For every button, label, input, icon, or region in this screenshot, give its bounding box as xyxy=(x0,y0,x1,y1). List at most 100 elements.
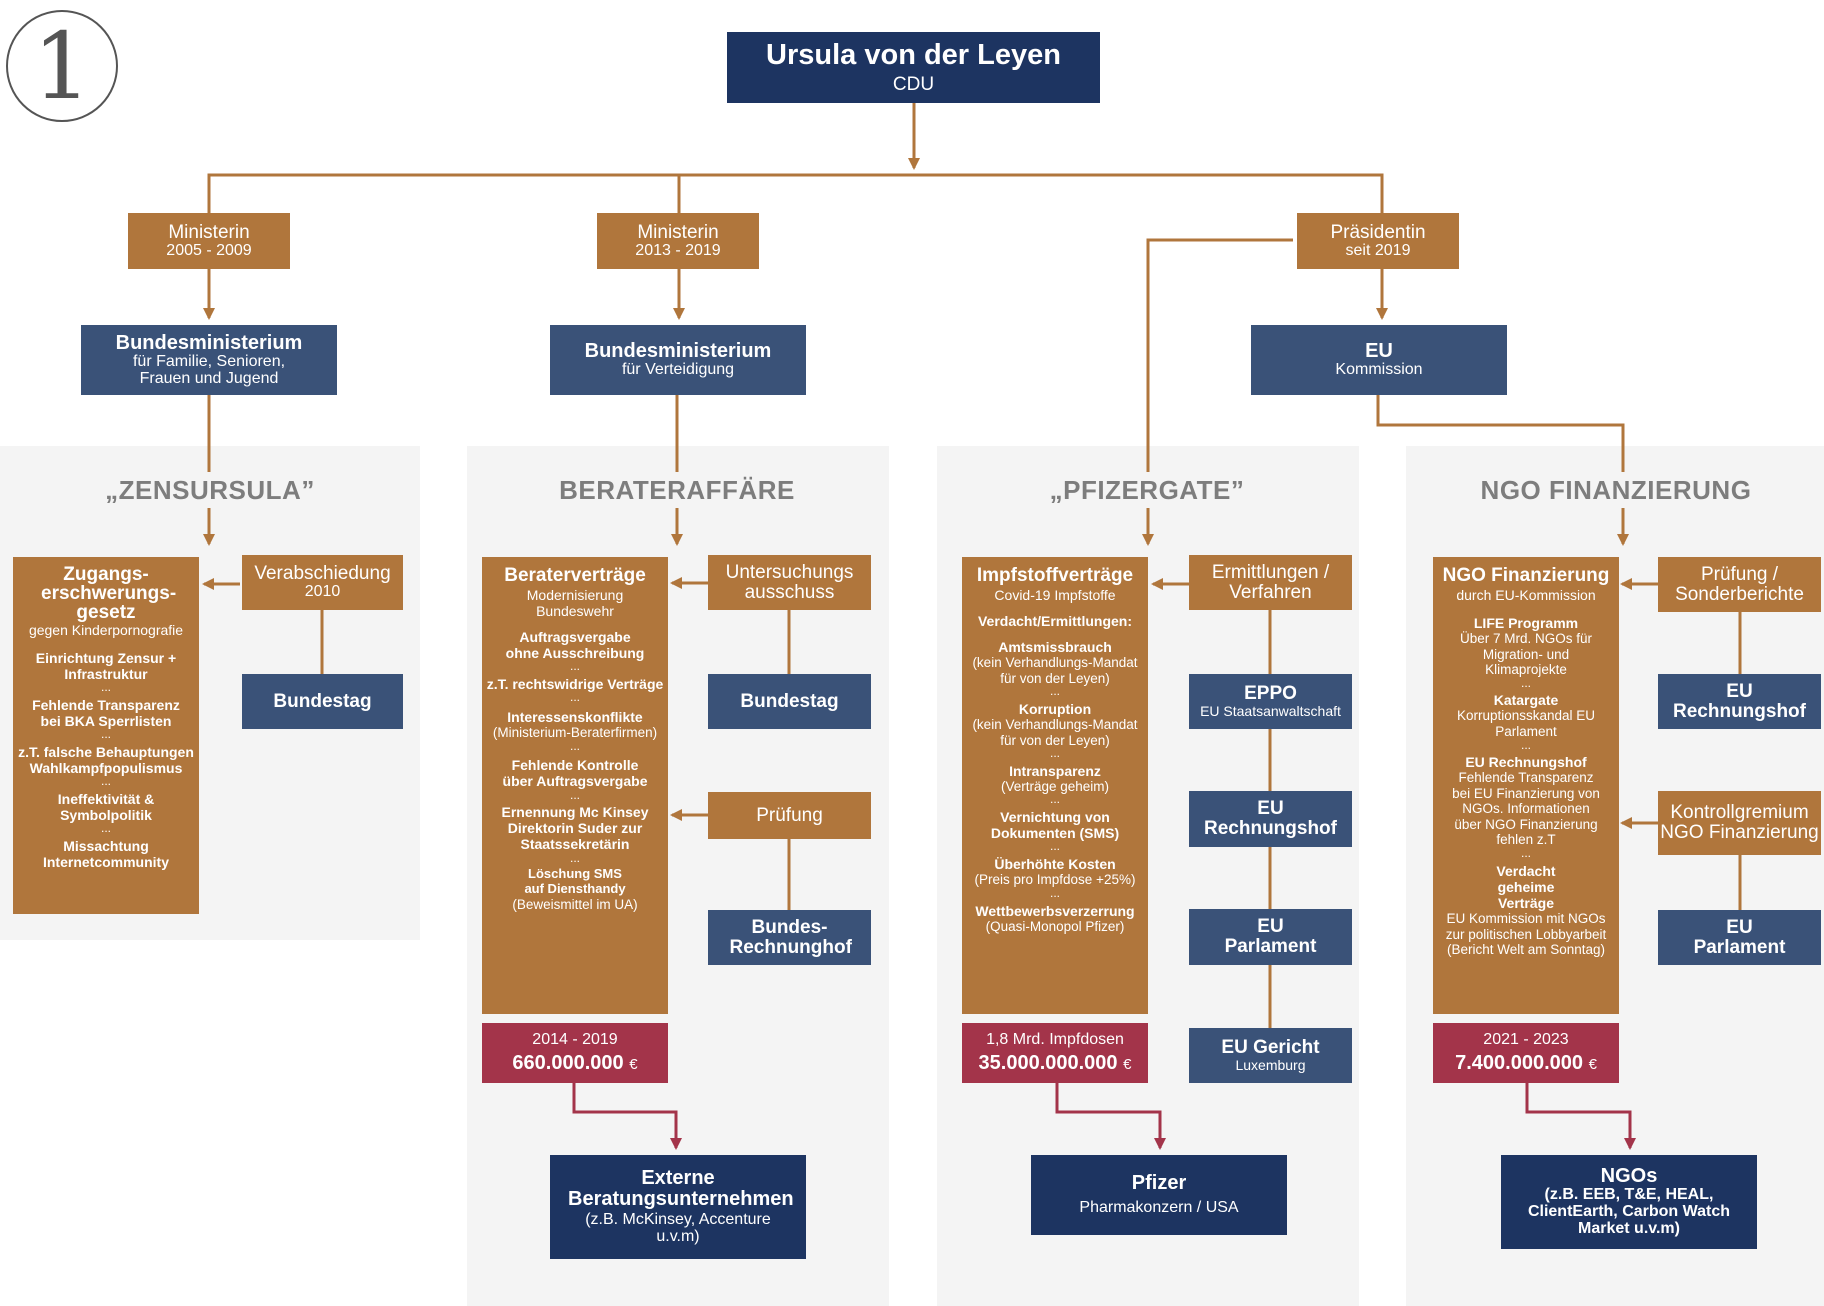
recipient-box-ngos: NGOs (z.B. EEB, T&E, HEAL, ClientEarth, … xyxy=(1501,1155,1757,1249)
main-title: Beraterverträge xyxy=(504,565,646,586)
dots: ... xyxy=(1049,885,1060,900)
side-title: EU Gericht xyxy=(1221,1037,1320,1059)
amount-box-ngo: 2021 - 2023 7.400.000.000 € xyxy=(1433,1023,1619,1083)
main-item: z.T. falsche Behauptungen Wahlkampfpopul… xyxy=(18,744,194,777)
person-box: Ursula von der Leyen CDU xyxy=(727,32,1100,103)
role-box-president: Präsidentin seit 2019 xyxy=(1297,213,1459,269)
side-title: EPPO xyxy=(1244,683,1297,705)
main-item: Löschung SMS auf Diensthandy xyxy=(524,866,626,897)
main-title: Impfstoffverträge xyxy=(976,565,1134,586)
institution-sub: für Verteidigung xyxy=(621,361,735,379)
main-note: (Verträge geheim) xyxy=(1000,778,1110,794)
side-title: Kontrollgremium NGO Finanzierung xyxy=(1660,802,1819,843)
role-title: Ministerin xyxy=(637,221,719,243)
main-note: (kein Verhandlungs-Mandat für von der Le… xyxy=(972,655,1138,686)
person-party: CDU xyxy=(892,73,935,95)
side-box-eu-parlament: EU Parlament xyxy=(1189,909,1352,965)
side-sub: 2010 xyxy=(304,583,341,601)
main-column-beraateraffaere: Beraterverträge Modernisierung Bundesweh… xyxy=(482,557,668,1014)
main-subtitle: Covid-19 Impfstoffe xyxy=(994,586,1116,603)
institution-sub: Kommission xyxy=(1335,361,1423,379)
main-item: Intransparenz xyxy=(1009,762,1101,779)
main-title: Zugangs-erschwerungs-gesetz xyxy=(41,564,177,623)
dots: ... xyxy=(1520,675,1531,690)
amount-label: 2014 - 2019 xyxy=(532,1031,618,1049)
main-item: Wettbewerbsverzerrung xyxy=(975,902,1135,919)
side-box-eppo: EPPO EU Staatsanwaltschaft xyxy=(1189,674,1352,729)
dots: ... xyxy=(1520,845,1531,860)
main-note: Fehlende Transparenz bei EU Finanzierung… xyxy=(1452,770,1600,848)
section-title-pfizergate: „PFIZERGATE” xyxy=(1049,475,1245,505)
main-note: (Ministerium-Beraterfirmen) xyxy=(492,725,658,740)
main-item: Missachtung Internetcommunity xyxy=(42,838,169,871)
dots: ... xyxy=(1049,684,1060,699)
side-title: EU Rechnungshof xyxy=(1204,798,1337,839)
amount-label: 1,8 Mrd. Impfdosen xyxy=(986,1031,1124,1049)
side-box-bundesrechnungshof: Bundes-Rechnunghof xyxy=(708,910,871,965)
amount-value: 660.000.000 xyxy=(512,1051,624,1074)
dots: ... xyxy=(1049,839,1060,854)
person-name: Ursula von der Leyen xyxy=(766,39,1061,72)
section-title-zensursula: „ZENSURSULA” xyxy=(105,475,315,505)
main-note: (kein Verhandlungs-Mandat für von der Le… xyxy=(972,717,1138,748)
side-title: Ermittlungen / Verfahren xyxy=(1211,561,1330,603)
main-item: Überhöhte Kosten xyxy=(994,856,1116,873)
side-title: EU Parlament xyxy=(1224,916,1317,957)
side-box-eu-rechnungshof: EU Rechnungshof xyxy=(1658,674,1821,729)
dots: ... xyxy=(100,680,111,695)
main-note: EU Kommission mit NGOs zur politischen L… xyxy=(1445,911,1607,958)
amount-value-line: 35.000.000.000 € xyxy=(979,1052,1132,1074)
amount-label: 2021 - 2023 xyxy=(1483,1031,1569,1049)
main-note: (Preis pro Impfdose +25%) xyxy=(974,872,1136,888)
side-title: Verabschiedung xyxy=(254,563,391,585)
dots: ... xyxy=(100,727,111,742)
recipient-title: Externe Beratungsunternehmen xyxy=(568,1167,794,1211)
main-item: Vernichtung von Dokumenten (SMS) xyxy=(990,809,1120,842)
side-box-eu-rechnungshof: EU Rechnungshof xyxy=(1189,791,1352,847)
amount-box-beraateraffaere: 2014 - 2019 660.000.000 € xyxy=(482,1023,668,1083)
dots: ... xyxy=(1049,792,1060,807)
main-item: Korruption xyxy=(1018,700,1092,717)
main-note: Korruptionsskandal EU Parlament xyxy=(1456,708,1596,739)
recipient-box-consultants: Externe Beratungsunternehmen (z.B. McKin… xyxy=(550,1155,806,1259)
side-box-kontrollgremium: Kontrollgremium NGO Finanzierung xyxy=(1658,791,1821,855)
dots: ... xyxy=(569,738,580,753)
main-subtitle: durch EU-Kommission xyxy=(1456,586,1596,603)
dots: ... xyxy=(100,774,111,789)
side-title: Bundes-Rechnunghof xyxy=(729,916,852,958)
section-title-ngo: NGO FINANZIERUNG xyxy=(1480,475,1752,505)
recipient-box-pfizer: Pfizer Pharmakonzern / USA xyxy=(1031,1155,1287,1235)
role-box-minister-2013: Ministerin 2013 - 2019 xyxy=(597,213,759,269)
side-sub: Luxemburg xyxy=(1235,1057,1306,1074)
institution-sub: für Familie, Senioren, Frauen und Jugend xyxy=(132,352,286,387)
side-title: Bundestag xyxy=(740,690,839,712)
recipient-sub: (z.B. EEB, T&E, HEAL, ClientEarth, Carbo… xyxy=(1527,1186,1731,1237)
number-badge: 1 xyxy=(6,10,118,122)
main-item: Katargate xyxy=(1493,692,1559,709)
dots: ... xyxy=(569,690,580,705)
dots: ... xyxy=(1049,746,1060,761)
side-box-bundestag: Bundestag xyxy=(708,674,871,729)
recipient-sub: Pharmakonzern / USA xyxy=(1079,1199,1239,1217)
main-item: Einrichtung Zensur + Infrastruktur xyxy=(35,650,177,683)
amount-value-line: 660.000.000 € xyxy=(512,1051,637,1074)
recipient-sub: (z.B. McKinsey, Accenture u.v.m) xyxy=(585,1211,771,1245)
main-note: (Quasi-Monopol Pfizer) xyxy=(985,918,1125,934)
side-box-untersuchungsausschuss: Untersuchungs ausschuss xyxy=(708,555,871,610)
side-box-ermittlungen: Ermittlungen / Verfahren xyxy=(1189,555,1352,610)
role-title: Präsidentin xyxy=(1330,221,1426,243)
main-item: Ernennung Mc Kinsey Direktorin Suder zur… xyxy=(501,804,649,853)
side-title: EU Rechnungshof xyxy=(1673,680,1806,722)
main-item: Auftragsvergabe ohne Ausschreibung xyxy=(505,629,645,662)
institution-box-eu-commission: EU Kommission xyxy=(1251,325,1507,395)
side-title: Prüfung / Sonderberichte xyxy=(1675,563,1804,605)
dots: ... xyxy=(569,787,580,802)
side-title: Bundestag xyxy=(273,690,372,712)
institution-name: Bundesministerium xyxy=(584,340,772,363)
side-box-bundestag: Bundestag xyxy=(242,674,403,729)
side-box-eu-gericht: EU Gericht Luxemburg xyxy=(1189,1028,1352,1083)
side-title: Prüfung xyxy=(756,804,823,826)
main-item: Ineffektivität & Symbolpolitik xyxy=(57,791,155,824)
side-box-pruefung-sonderberichte: Prüfung / Sonderberichte xyxy=(1658,557,1821,612)
